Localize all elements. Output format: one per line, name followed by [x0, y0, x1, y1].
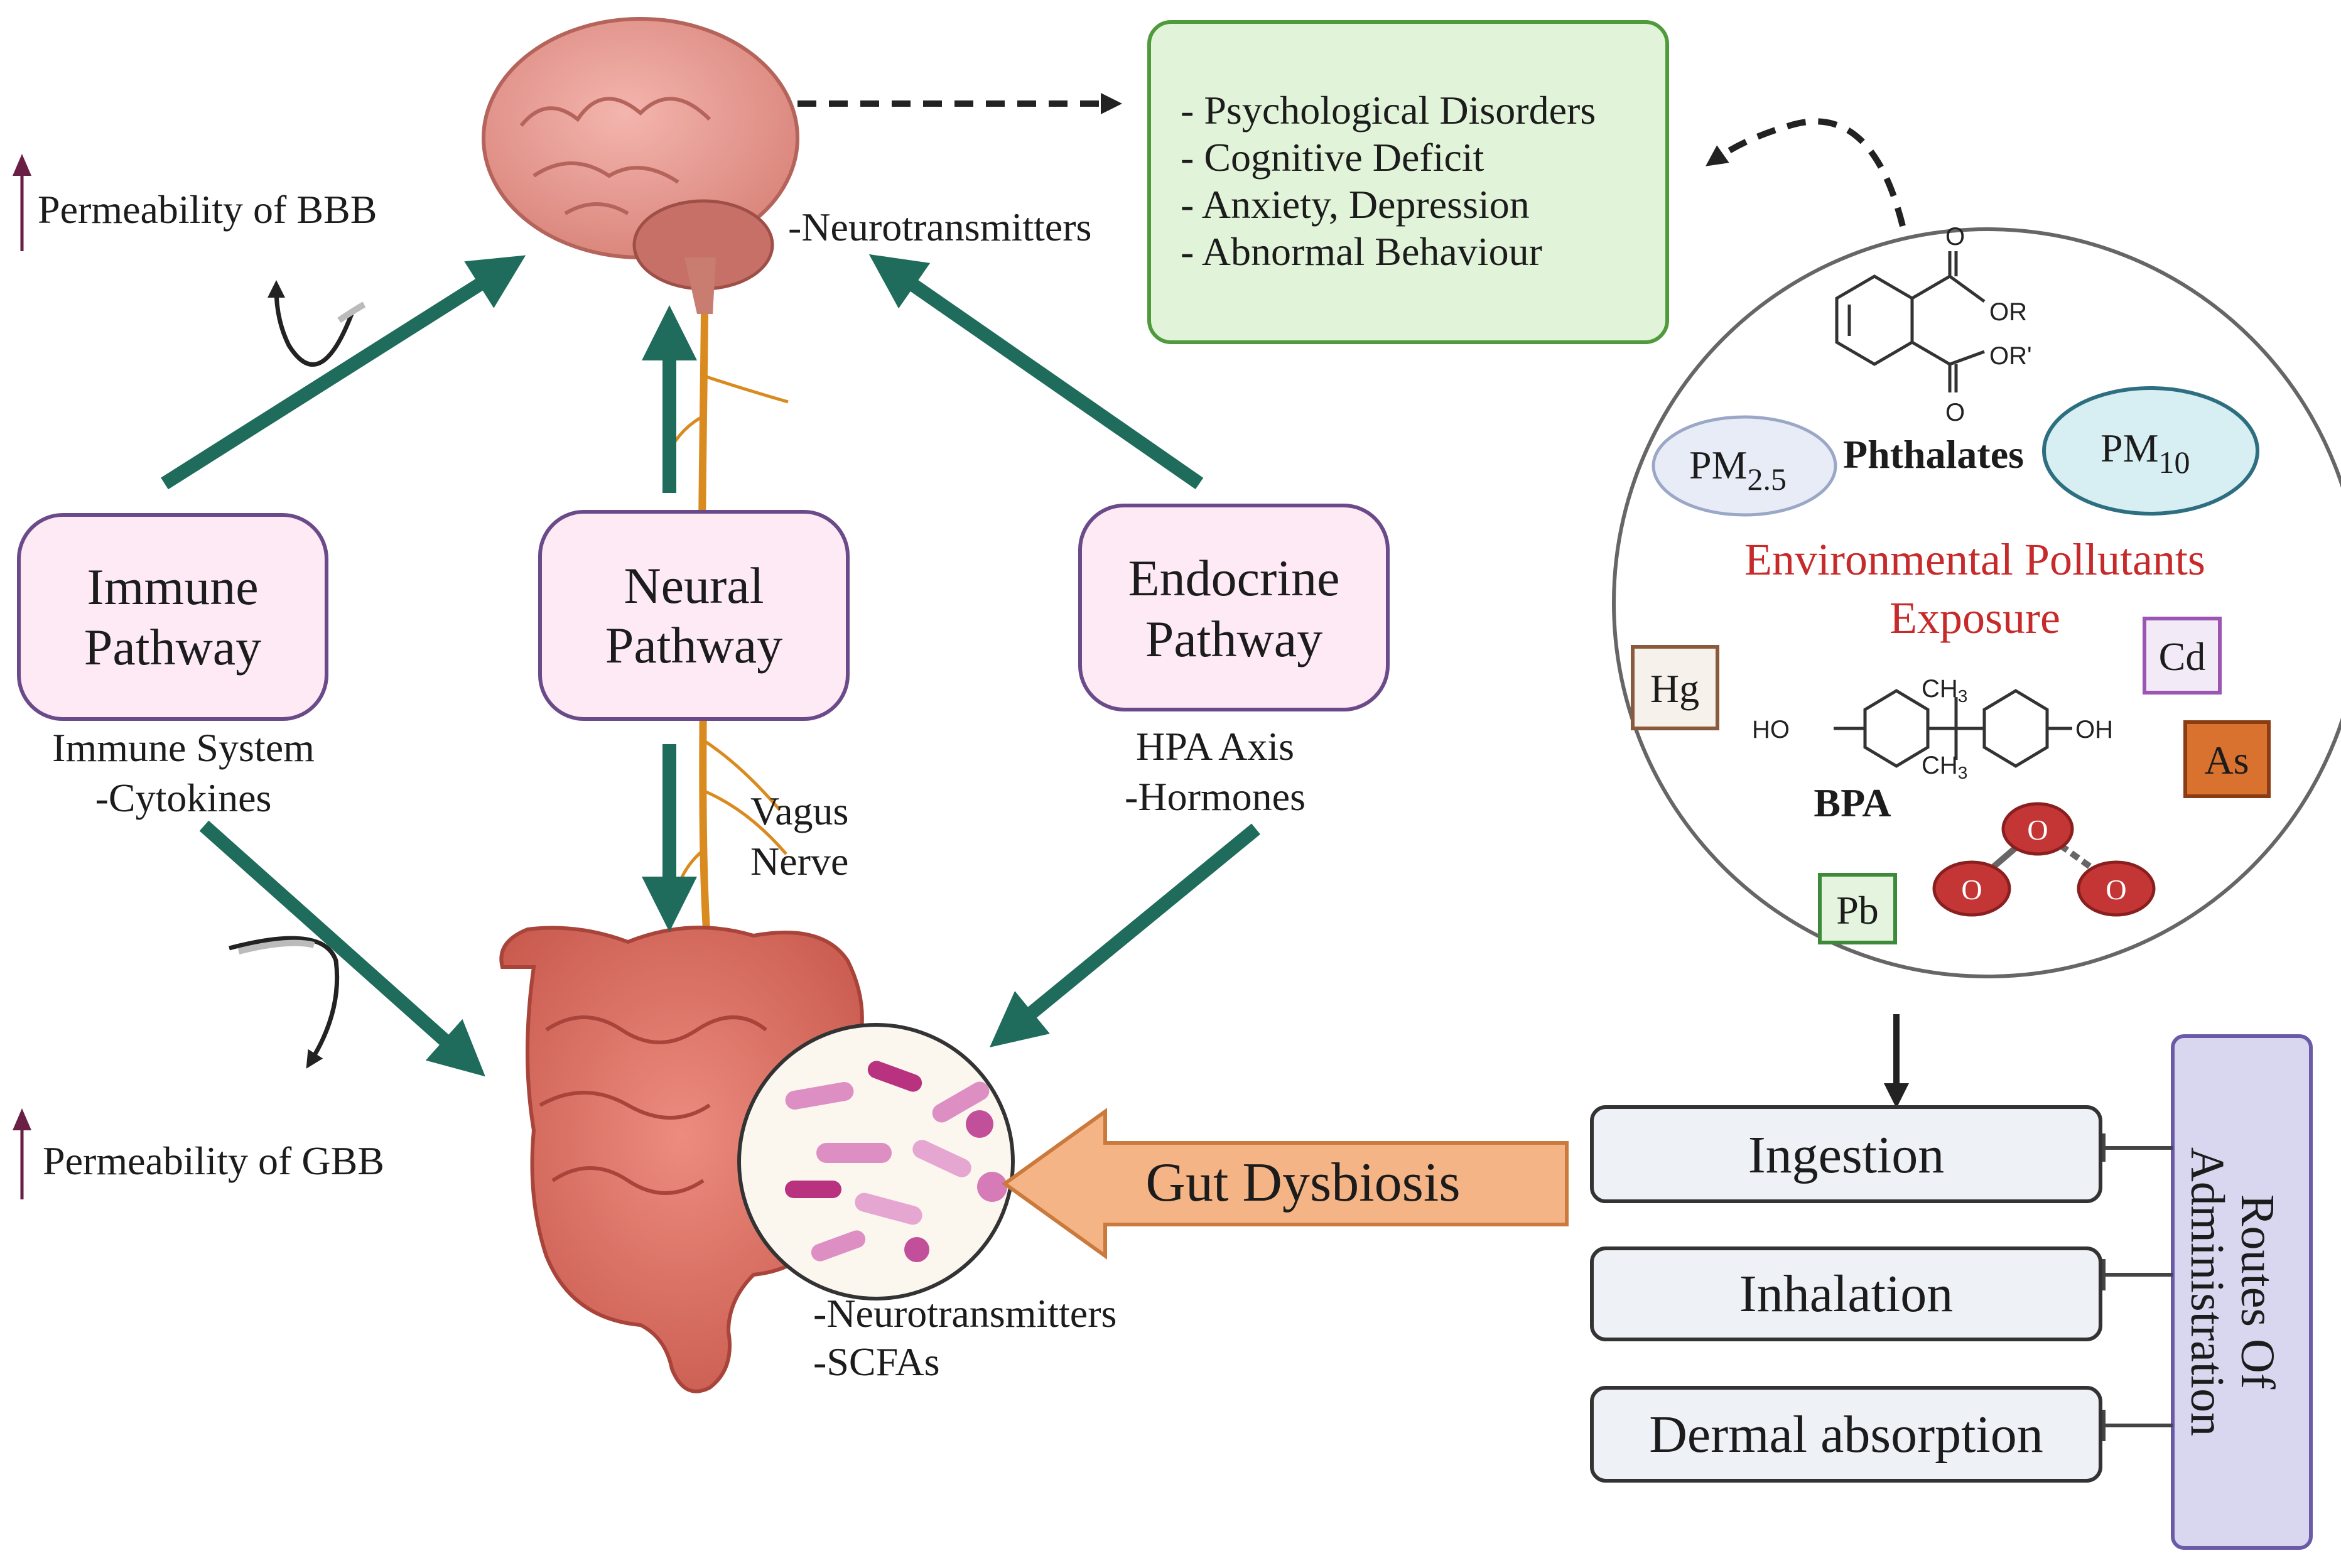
hormones-label: -Hormones: [1125, 774, 1306, 819]
route-inhalation-label: Inhalation: [1739, 1265, 1954, 1323]
pm25-label: PM2.5: [1689, 443, 1787, 497]
phthalate-structure: [1835, 251, 1986, 392]
immune-title-line1: Immune: [87, 558, 258, 615]
vagus-label: Vagus: [750, 789, 848, 833]
route-dermal: Dermal absorption: [1590, 1386, 2102, 1483]
neural-pathway-box: Neural Pathway: [538, 510, 850, 721]
disorder-item: - Cognitive Deficit: [1181, 135, 1484, 180]
nerve-label: Nerve: [750, 839, 848, 884]
up-arrow-icons: [13, 154, 31, 1199]
chem-ho-label: HO: [1752, 716, 1790, 743]
phthalates-label: Phthalates: [1843, 432, 2024, 477]
immune-pathway-box: Immune Pathway: [17, 513, 328, 721]
chem-o-label: O: [1945, 223, 1965, 251]
pm10-label: PM10: [2100, 426, 2190, 480]
ozone-atom-label: O: [2106, 873, 2126, 906]
pb-badge: [1818, 873, 1897, 944]
as-badge: [2183, 720, 2271, 798]
gut-microbiota-circle: [737, 1023, 1015, 1300]
chem-or2-label: OR': [1989, 342, 2032, 370]
disorder-item: - Psychological Disorders: [1181, 88, 1596, 132]
ozone-atom-label: O: [1961, 873, 1982, 906]
pb-label: Pb: [1836, 888, 1879, 933]
routes-title-line2: Administration: [2181, 1147, 2234, 1436]
brain-illustration: [482, 17, 799, 314]
brain-neurotransmitters-label: -Neurotransmitters: [788, 205, 1091, 249]
pollutants-circle: O OR OR' O Phthalates PM2.5 PM10 Environ…: [1612, 223, 2341, 978]
disorder-item: - Anxiety, Depression: [1181, 182, 1530, 227]
pm25-badge: [1652, 415, 1837, 517]
route-ingestion-label: Ingestion: [1748, 1126, 1945, 1184]
route-dermal-label: Dermal absorption: [1649, 1405, 2043, 1464]
pathway-arrows: [161, 254, 1260, 1077]
ozone-molecule: O O O: [1932, 802, 2156, 917]
endocrine-pathway-box: Endocrine Pathway: [1078, 504, 1390, 711]
route-inhalation: Inhalation: [1590, 1246, 2102, 1341]
hg-label: Hg: [1650, 666, 1699, 711]
hpa-axis-label: HPA Axis: [1136, 724, 1294, 769]
permeability-gbb-label: Permeability of GBB: [43, 1138, 384, 1183]
chem-or-label: OR: [1989, 298, 2027, 326]
route-ingestion: Ingestion: [1590, 1105, 2102, 1203]
gut-dysbiosis-label: Gut Dysbiosis: [1145, 1152, 1460, 1213]
bpa-label: BPA: [1814, 781, 1891, 825]
immune-title-line2: Pathway: [84, 619, 261, 676]
neural-title-line1: Neural: [624, 557, 764, 614]
endocrine-title-line2: Pathway: [1145, 610, 1322, 668]
chem-ch3-label: CH3: [1922, 752, 1967, 782]
permeability-bbb-label: Permeability of BBB: [38, 187, 377, 232]
curved-arrow-shading: [237, 301, 366, 954]
cytokines-label: -Cytokines: [95, 776, 272, 820]
cd-label: Cd: [2159, 634, 2206, 679]
chem-ch3-label: CH3: [1922, 675, 1967, 706]
disorders-box: - Psychological Disorders - Cognitive De…: [1147, 20, 1669, 344]
dashed-arrow-pollutants-to-disorders: [1706, 118, 1906, 227]
pollutants-title-line2: Exposure: [1890, 593, 2060, 643]
neural-title-line2: Pathway: [605, 617, 782, 674]
chem-oh-label: OH: [2075, 716, 2113, 743]
routes-title-line1: Routes Of: [2231, 1194, 2284, 1390]
immune-system-label: Immune System: [52, 725, 315, 770]
chem-o-label: O: [1945, 399, 1965, 426]
cd-badge: [2143, 617, 2222, 695]
disorder-item: - Abnormal Behaviour: [1181, 229, 1542, 274]
gut-neurotransmitters-label: -Neurotransmitters: [813, 1291, 1116, 1336]
scfas-label: -SCFAs: [813, 1339, 940, 1384]
hg-badge: [1631, 645, 1719, 730]
bpa-structure: [1834, 689, 2072, 768]
as-label: As: [2204, 738, 2249, 782]
endocrine-title-line1: Endocrine: [1128, 549, 1340, 607]
routes-panel: Routes Of Administration: [2171, 1034, 2313, 1550]
ozone-atom-label: O: [2027, 814, 2048, 846]
route-connectors: [2100, 1133, 2173, 1441]
gut-dysbiosis-arrow: Gut Dysbiosis: [1001, 1108, 1569, 1260]
pm10-badge: [2042, 386, 2259, 516]
pollutants-title-line1: Environmental Pollutants: [1744, 534, 2205, 585]
curved-arrows: [229, 280, 354, 1069]
